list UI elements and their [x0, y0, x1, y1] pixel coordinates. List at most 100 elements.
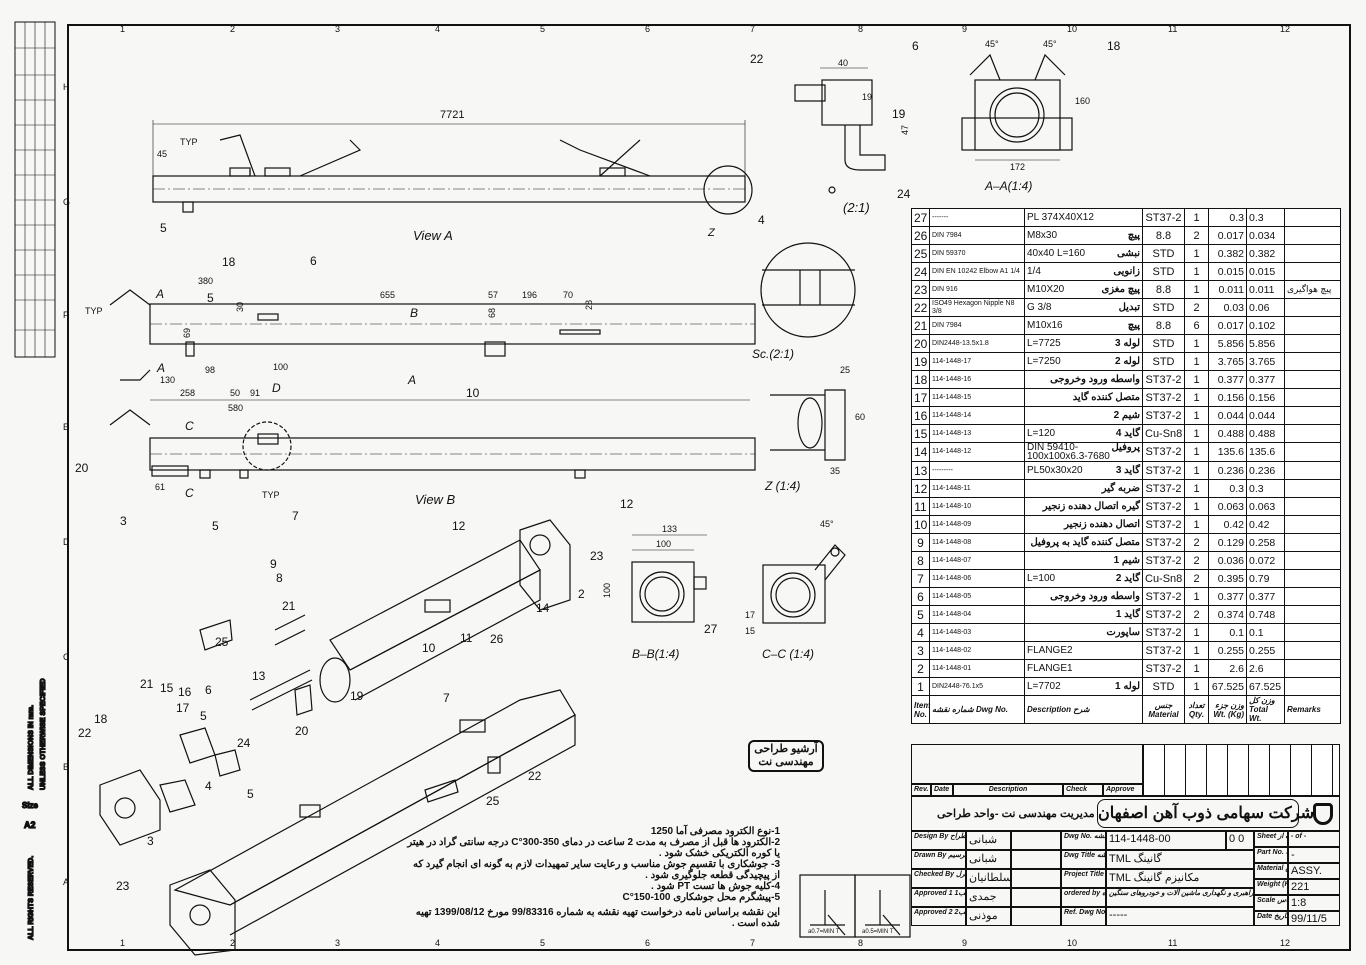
quantity: 1	[1184, 479, 1209, 498]
side-note-rights: ALL RIGHTS RESERVED.	[28, 856, 35, 940]
total-weight: 0.42	[1246, 515, 1285, 534]
quantity: 1	[1184, 244, 1209, 263]
unit-weight: 67.525	[1208, 677, 1247, 696]
balloon: 13	[252, 669, 266, 683]
dwg-no: 114-1448-04	[929, 605, 1025, 624]
dim-15: 15	[745, 626, 755, 636]
balloon: 24	[897, 187, 911, 201]
material: ST37-2	[1142, 497, 1185, 516]
header-item: Item No.	[911, 695, 930, 724]
view-marker-a: A	[407, 373, 416, 387]
column-marker: 2	[230, 24, 235, 34]
typ-label: TYP	[180, 137, 198, 147]
section-bb-label: B–B(1:4)	[632, 647, 679, 661]
dwg-no: DIN 59370	[929, 244, 1025, 263]
description-fa: متصل کننده گاید به پروفیل	[1030, 537, 1140, 548]
total-weight: 0.034	[1246, 226, 1285, 245]
column-marker: 2	[230, 938, 235, 948]
dwg-no: 114-1448-03	[929, 623, 1025, 642]
header-material: جنس Material	[1142, 695, 1185, 724]
column-marker: 11	[1168, 24, 1177, 34]
material: ST37-2	[1142, 641, 1185, 660]
column-marker: 12	[1280, 938, 1290, 948]
remarks	[1284, 515, 1341, 534]
drawn-signature	[1011, 850, 1061, 869]
unit-weight: 0.044	[1208, 406, 1247, 425]
section-sc-label: Sc.(2:1)	[752, 347, 794, 361]
approved1-signature	[1011, 888, 1061, 907]
balloon: 25	[486, 794, 500, 808]
dwg-no: 114-1448-13	[929, 424, 1025, 443]
dim-133: 133	[662, 524, 677, 534]
description-fa: گاید 1	[1115, 609, 1140, 620]
column-marker: 5	[540, 24, 545, 34]
dwg-no: 114-1448-01	[929, 659, 1025, 678]
quantity: 1	[1184, 262, 1209, 281]
weld-symbols	[799, 874, 911, 938]
description-fa: ضربه گیر	[1101, 483, 1140, 494]
dwg-no: 114-1448-07	[929, 551, 1025, 570]
remarks	[1284, 479, 1341, 498]
material: ST37-2	[1142, 388, 1185, 407]
design-by-label: Design By طراح	[911, 831, 966, 850]
dim-258: 258	[180, 388, 195, 398]
size-label: Size	[22, 801, 39, 810]
column-marker: 7	[750, 938, 755, 948]
quantity: 1	[1184, 587, 1209, 606]
balloon: 7	[443, 691, 450, 705]
bom-header-row: Item No. شماره نقشه Dwg No. Description …	[911, 695, 1341, 724]
description-fa: لوله 1	[1115, 681, 1140, 692]
checked-signature	[1011, 869, 1061, 888]
quantity: 1	[1184, 208, 1209, 227]
total-weight: 67.525	[1246, 677, 1285, 696]
material: ST37-2	[1142, 659, 1185, 678]
quantity: 1	[1184, 388, 1209, 407]
item-no: 27	[911, 208, 930, 227]
balloon: 17	[176, 701, 190, 715]
total-weight: 5.856	[1246, 334, 1285, 353]
quantity: 2	[1184, 298, 1209, 317]
row-marker: F	[63, 310, 69, 320]
material: ASSY.	[1288, 863, 1340, 879]
description: شیم 1	[1024, 551, 1143, 570]
remarks	[1284, 587, 1341, 606]
dim-100: 100	[602, 583, 612, 598]
balloon: 5	[200, 709, 207, 723]
scale: 1:8	[1288, 895, 1340, 911]
item-no: 26	[911, 226, 930, 245]
item-no: 2	[911, 659, 930, 678]
view-a-drawing	[152, 120, 753, 215]
balloon: 3	[120, 514, 127, 528]
description-en: L=100	[1027, 573, 1056, 584]
balloon: 19	[350, 689, 364, 703]
section-marker-c: C	[185, 486, 194, 500]
remarks	[1284, 641, 1341, 660]
material: ST37-2	[1142, 623, 1185, 642]
approved2-label: Approved 2 تصویب2	[911, 907, 966, 926]
description-fa: شیم 1	[1113, 555, 1140, 566]
general-notes: 1-نوع الکترود مصرفی آما 1250 2-الکترود ه…	[405, 826, 780, 929]
remarks: پیچ هواگیری	[1284, 280, 1341, 299]
dwg-no: 114-1448-10	[929, 497, 1025, 516]
column-marker: 1	[120, 24, 125, 34]
typ-label: TYP	[85, 306, 103, 316]
angle-45: 45°	[985, 39, 999, 49]
dwg-no: 114-1448-08	[929, 533, 1025, 552]
row-marker: G	[63, 197, 70, 207]
unit-weight: 0.017	[1208, 226, 1247, 245]
company-logo-icon	[1313, 803, 1333, 825]
total-weight: 3.765	[1246, 352, 1285, 371]
dwg-no: DIN2448-13.5x1.8	[929, 334, 1025, 353]
detail-2-1-drawing	[794, 67, 886, 194]
description-fa: پیچ	[1127, 320, 1140, 331]
